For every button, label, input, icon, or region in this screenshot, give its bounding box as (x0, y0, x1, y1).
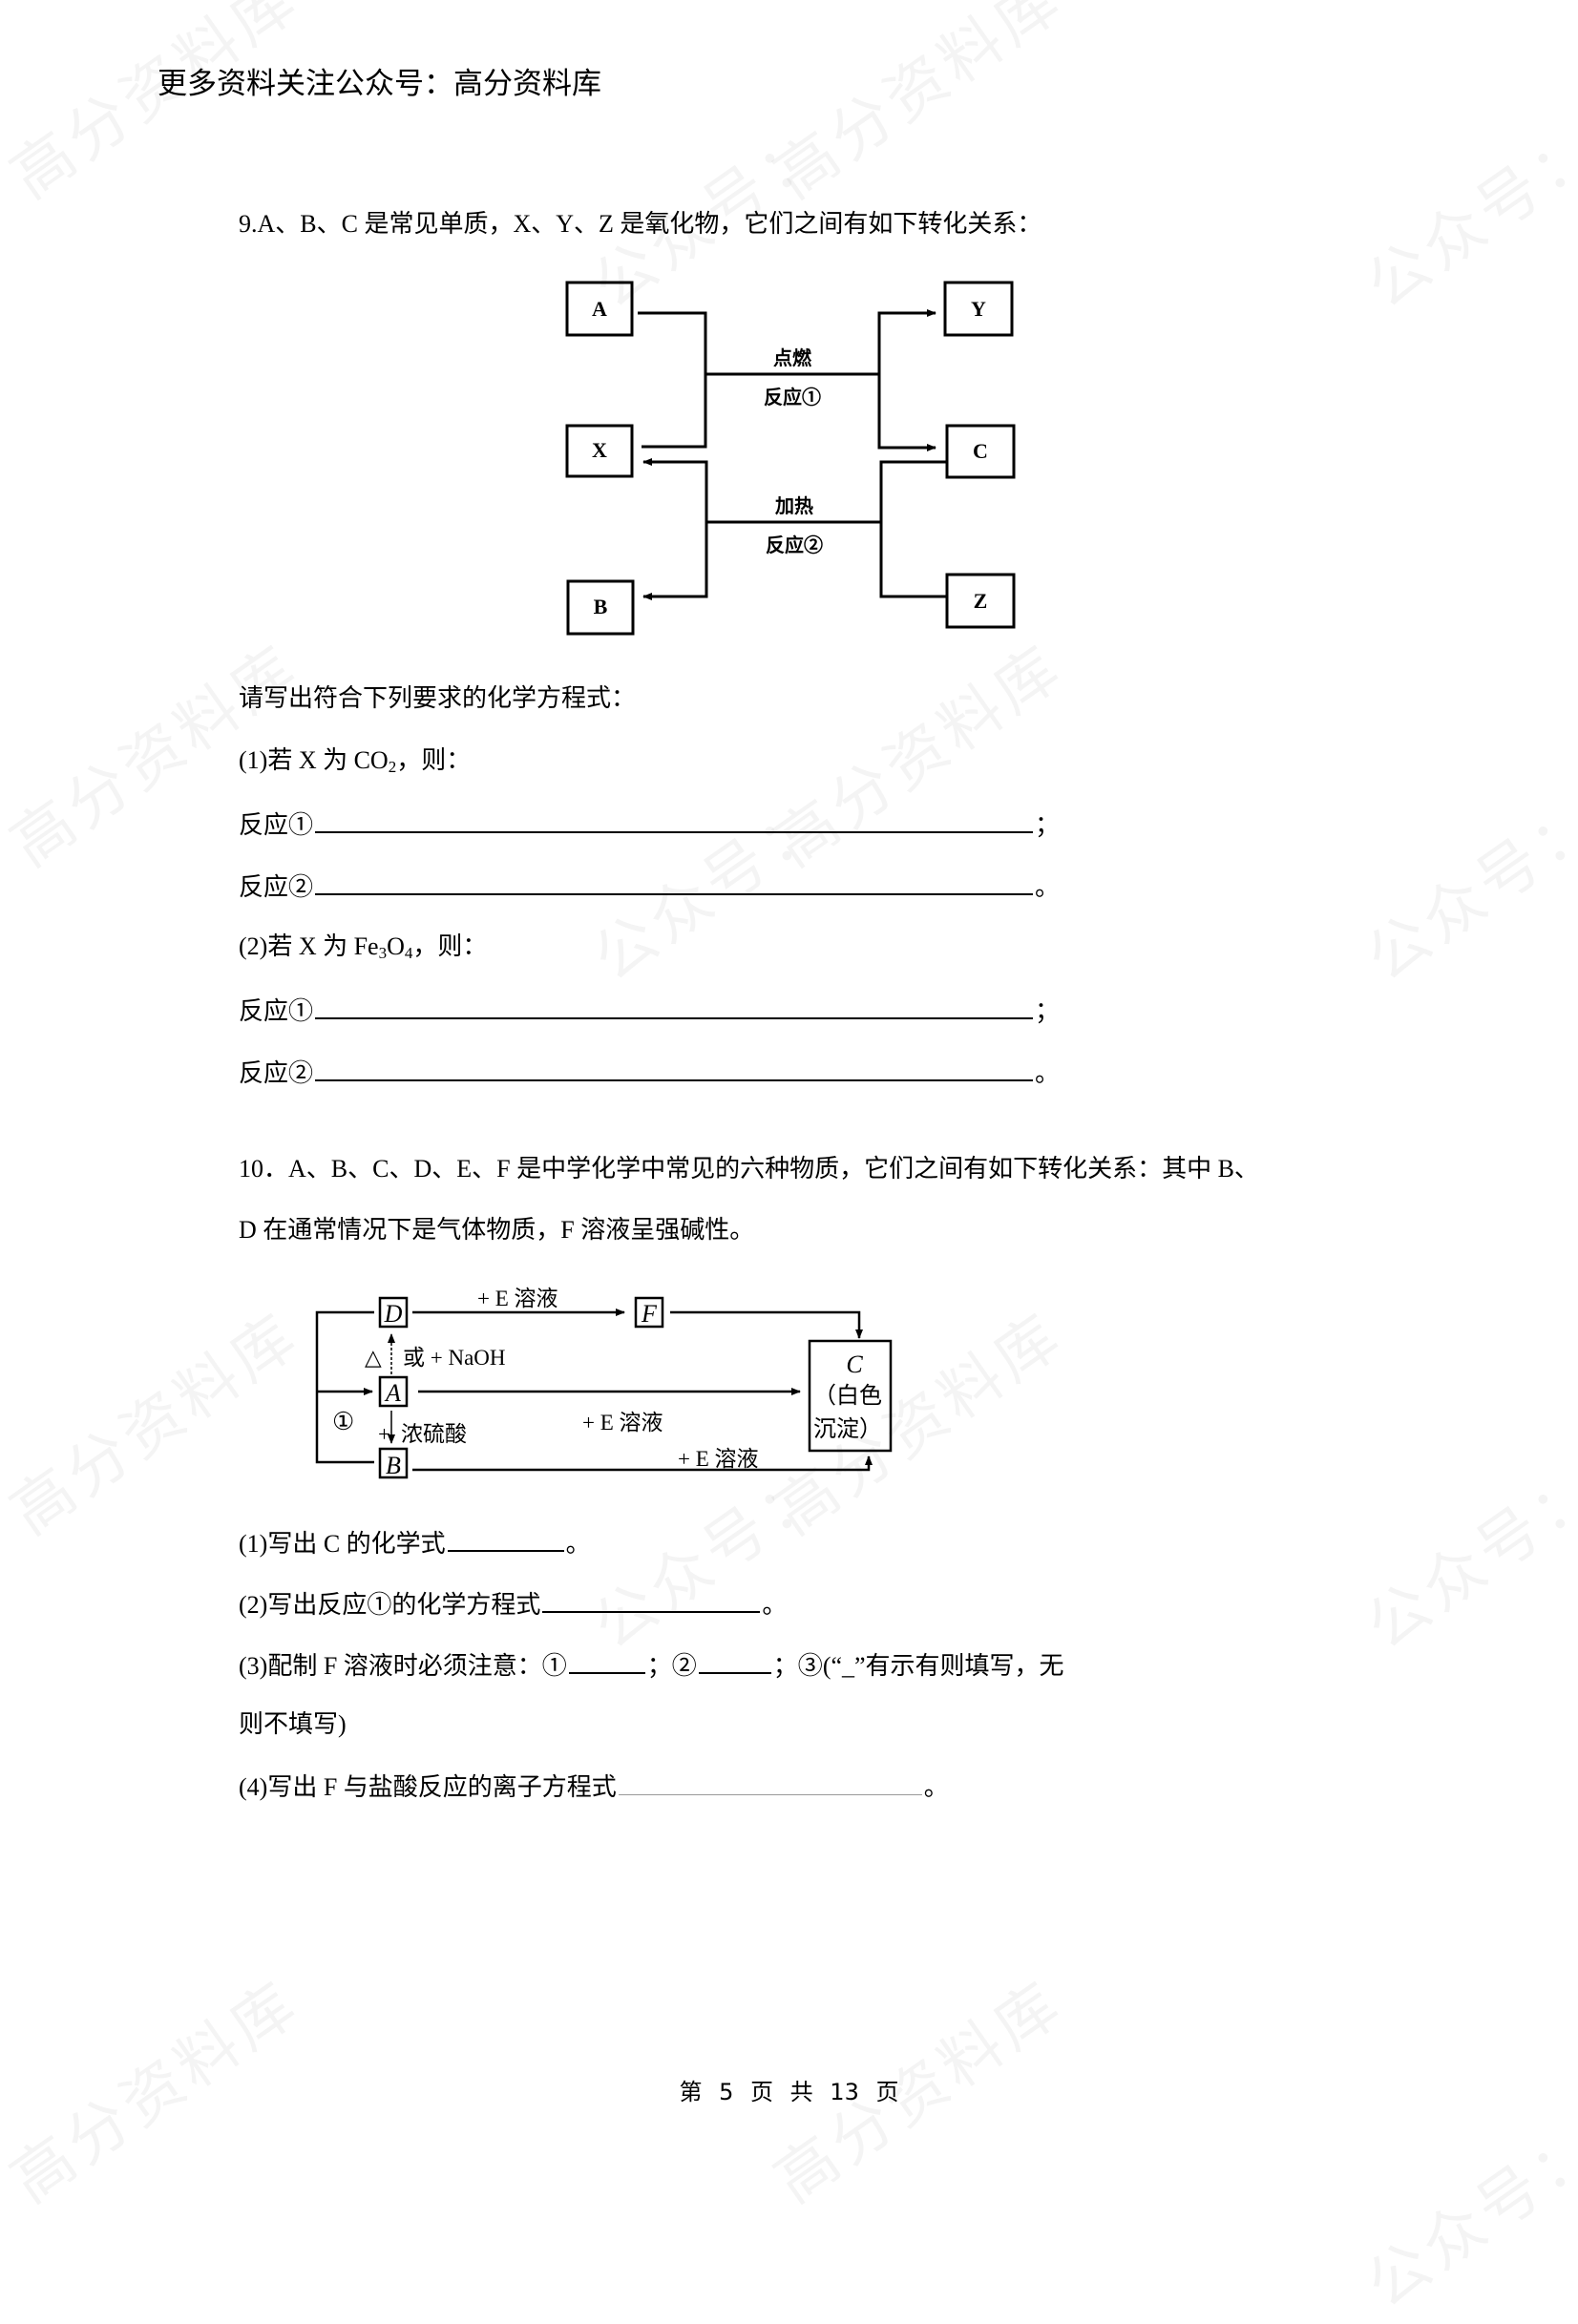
node-a: A (592, 297, 607, 321)
reaction2-label: 反应② (766, 534, 823, 556)
node-a: A (384, 1379, 401, 1407)
c-note-line1: （白色 (813, 1383, 882, 1409)
q9-stem: 9.A、B、C 是常见单质，X、Y、Z 是氧化物，它们之间有如下转化关系： (239, 210, 1042, 238)
q9-part2-reaction2: 反应②。 (239, 1055, 1060, 1090)
watermark: 公众号： (1346, 2099, 1578, 2324)
q10-stem-line1: 10．A、B、C、D、E、F 是中学化学中常见的六种物质，它们之间有如下转化关系… (239, 1155, 1259, 1183)
q9-part1-reaction2: 反应②。 (239, 869, 1060, 904)
label-a-to-b: 浓硫酸 (401, 1422, 467, 1446)
node-f: F (641, 1300, 658, 1328)
node-c: C (846, 1350, 863, 1378)
q10-stem-line2: D 在通常情况下是气体物质，F 溶液呈强碱性。 (239, 1216, 755, 1244)
answer-blank[interactable] (315, 806, 1034, 833)
watermark: 公众号： (1346, 772, 1578, 997)
label-a-to-d: 或 + NaOH (403, 1346, 506, 1370)
answer-blank[interactable] (698, 1647, 771, 1674)
reaction2-condition: 加热 (774, 495, 813, 517)
node-b: B (386, 1452, 401, 1479)
label-heat: △ (365, 1346, 382, 1370)
node-x: X (592, 438, 607, 462)
q9-part2-heading: (2)若 X 为 Fe3O4，则： (239, 932, 488, 962)
answer-blank[interactable] (315, 869, 1034, 895)
q9-part1-reaction1: 反应①； (239, 806, 1060, 842)
reaction1-condition: 点燃 (773, 346, 812, 369)
node-c: C (973, 439, 988, 463)
watermark: 高分资料库 (754, 0, 1078, 215)
watermark: 公众号： (1346, 1440, 1578, 1665)
q9-part2-reaction1: 反应①； (239, 993, 1060, 1028)
q9-diagram: A X B Y C Z 点燃 反应① 加热 反应② (565, 281, 1016, 636)
answer-blank[interactable] (315, 993, 1034, 1019)
watermark: 高分资料库 (754, 619, 1078, 883)
page-footer: 第 5 页 共 13 页 (679, 2079, 899, 2105)
answer-blank[interactable] (315, 1055, 1034, 1081)
node-b: B (594, 595, 608, 618)
page-header: 更多资料关注公众号：高分资料库 (158, 67, 601, 101)
label-d-to-f: + E 溶液 (477, 1287, 558, 1310)
node-y: Y (971, 297, 986, 321)
answer-blank[interactable] (618, 1769, 922, 1795)
q9-instruction: 请写出符合下列要求的化学方程式： (239, 684, 637, 712)
answer-blank[interactable] (568, 1647, 645, 1674)
answer-blank[interactable] (447, 1525, 564, 1552)
q10-part3: (3)配制 F 溶液时必须注意：①；②；③(“_”有示有则填写，无 (239, 1647, 1064, 1683)
label-plus: + (378, 1422, 390, 1446)
q10-part1: (1)写出 C 的化学式。 (239, 1525, 591, 1560)
watermark: 高分资料库 (0, 1288, 314, 1551)
node-z: Z (974, 589, 988, 613)
reaction1-label: 反应① (764, 386, 821, 408)
answer-blank[interactable] (542, 1586, 761, 1613)
q10-part2: (2)写出反应①的化学方程式。 (239, 1586, 787, 1622)
c-note-line2: 沉淀） (813, 1416, 882, 1442)
reaction1-marker: ① (332, 1408, 354, 1435)
node-d: D (384, 1300, 403, 1328)
watermark: 公众号： (1346, 99, 1578, 325)
label-a-to-c: + E 溶液 (582, 1411, 663, 1434)
q9-part1-heading: (1)若 X 为 CO2，则： (239, 746, 472, 776)
q10-part3-line2: 则不填写) (239, 1710, 347, 1738)
q10-diagram: D F A B C （白色 沉淀） + E 溶液 + E 溶液 + E 溶液 △… (315, 1287, 893, 1479)
label-b-to-c: + E 溶液 (678, 1447, 759, 1471)
q10-part4: (4)写出 F 与盐酸反应的离子方程式。 (239, 1769, 949, 1804)
watermark: 高分资料库 (0, 0, 314, 215)
